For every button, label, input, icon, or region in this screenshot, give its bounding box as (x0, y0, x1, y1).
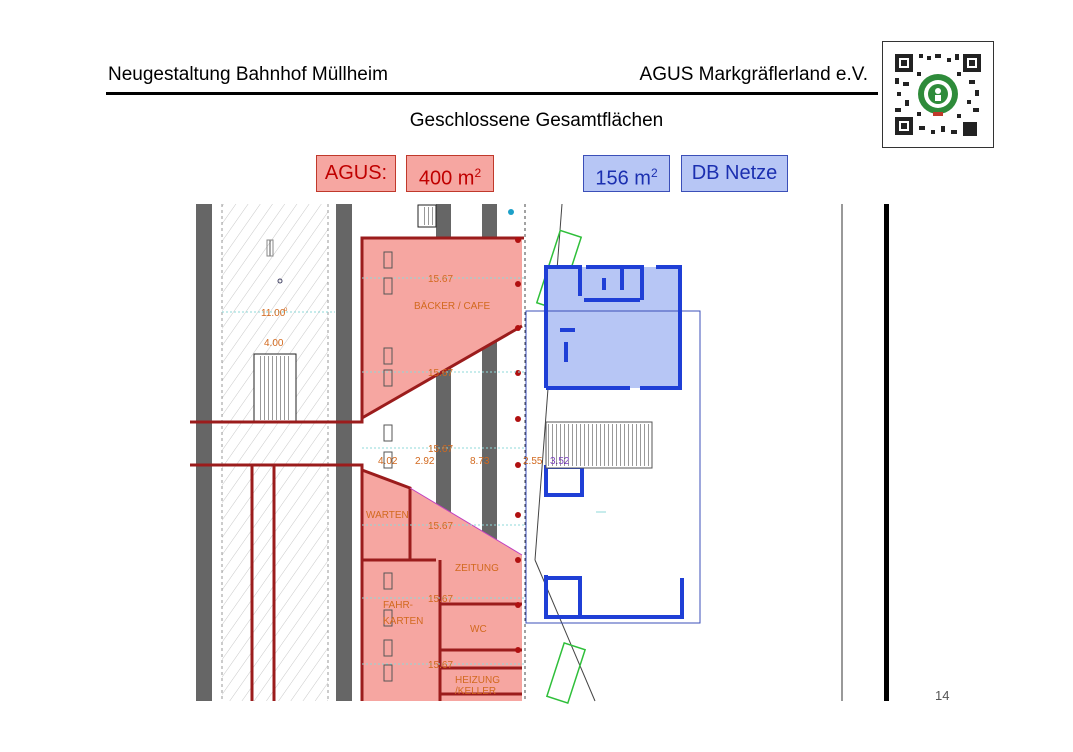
agus-area-upper (362, 238, 522, 418)
room-label-wc: WC (470, 624, 487, 635)
dim-label-sup: o (284, 307, 288, 313)
db-area-building (546, 267, 682, 388)
dim-label: 15.67 (428, 660, 453, 671)
track-rail (336, 204, 352, 701)
page-number: 14 (935, 688, 950, 703)
agus-area-box: 400 m2 (406, 155, 494, 192)
slide-subtitle: Geschlossene Gesamtflächen (409, 110, 664, 131)
dim-label: 8.73 (470, 456, 490, 467)
agus-area-lower (362, 470, 522, 701)
dim-label: 2.55 (523, 456, 543, 467)
db-boundary (525, 310, 701, 624)
agus-area: 400 m (418, 167, 475, 190)
dim-label: 4.00 (264, 338, 284, 349)
dim-label: 3.52 (550, 456, 570, 467)
db-walls (544, 265, 684, 619)
qr-code-icon (882, 41, 994, 148)
dim-label: 15.67 (428, 368, 453, 379)
agus-label-box: AGUS: (316, 155, 396, 192)
dim-label: 15.67 (428, 521, 453, 532)
dim-label: 4.02 (378, 456, 398, 467)
room-label-heizung: /KELLER (455, 686, 496, 697)
db-area: 156 m (595, 167, 651, 190)
track-rail (196, 204, 212, 701)
dim-label: 2.92 (415, 456, 435, 467)
db-area-unit: 2 (650, 166, 658, 180)
db-label: DB Netze (691, 162, 778, 184)
dim-label: 15.67 (428, 594, 453, 605)
dim-label: 15.67 (428, 444, 453, 455)
header-title-left: Neugestaltung Bahnhof Müllheim (108, 64, 388, 85)
agus-area-unit: 2 (474, 166, 482, 180)
header-title-right: AGUS Markgräflerland e.V. (639, 64, 868, 85)
room-label-warten: WARTEN (366, 510, 409, 521)
agus-label: AGUS: (324, 162, 388, 184)
room-label-fahrkarten: KARTEN (383, 616, 423, 627)
room-label-heizung: HEIZUNG (455, 675, 500, 686)
db-label-box: DB Netze (681, 155, 788, 192)
room-label-zeitung: ZEITUNG (455, 563, 499, 574)
header-rule (106, 92, 878, 95)
room-label-baecker: BÄCKER / CAFE (414, 300, 490, 312)
room-label-fahrkarten: FAHR- (383, 600, 413, 611)
db-area-box: 156 m2 (583, 155, 670, 192)
dim-label: 15.67 (428, 274, 453, 285)
dim-label: 11.00 (261, 308, 286, 319)
